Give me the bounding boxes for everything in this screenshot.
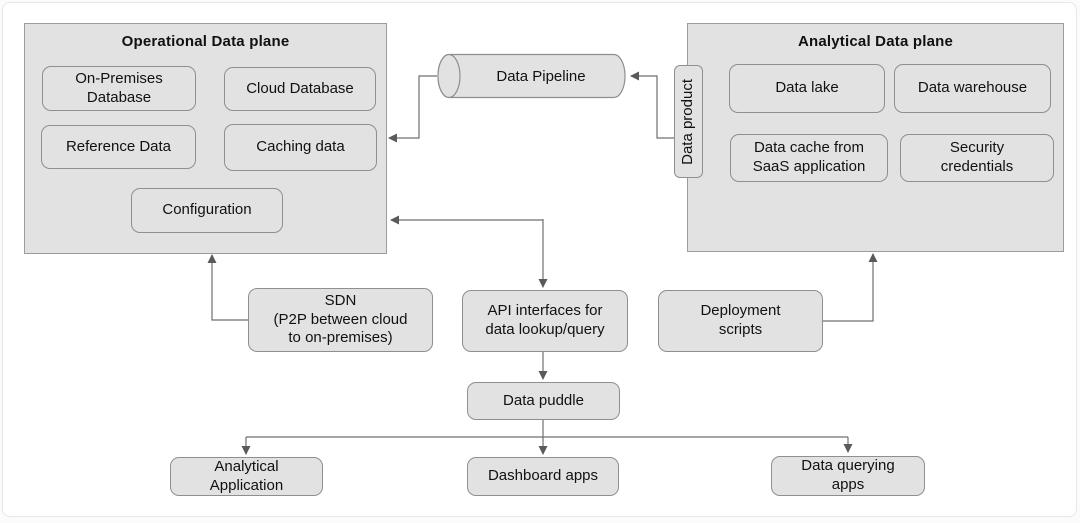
node-dashboard-apps: Dashboard apps	[467, 457, 619, 496]
node-on-premises-database: On-Premises Database	[42, 66, 196, 111]
node-label: Data product	[679, 78, 697, 165]
node-caching-data: Caching data	[224, 124, 377, 171]
node-data-querying-apps: Data querying apps	[771, 456, 925, 496]
node-label: Dashboard apps	[487, 467, 599, 485]
node-data-lake: Data lake	[729, 64, 885, 113]
node-cloud-database: Cloud Database	[224, 67, 376, 111]
node-label: Deployment scripts	[700, 302, 781, 338]
node-label: Data puddle	[503, 391, 584, 409]
node-label: SDN (P2P between cloud to on-premises)	[273, 291, 408, 347]
node-data-warehouse: Data warehouse	[894, 64, 1051, 113]
node-sdn: SDN (P2P between cloud to on-premises)	[248, 288, 433, 352]
node-label: Data Pipeline	[496, 67, 586, 85]
node-label: Data lake	[775, 79, 839, 97]
node-label: Analytical Application	[209, 457, 284, 494]
node-label: On-Premises Database	[75, 69, 163, 106]
node-data-product: Data product	[674, 65, 703, 178]
node-api-interfaces: API interfaces for data lookup/query	[462, 290, 628, 352]
node-data-puddle: Data puddle	[467, 382, 620, 420]
node-saas-data-cache: Data cache from SaaS application	[730, 134, 888, 182]
analytical-plane-title: Analytical Data plane	[797, 33, 954, 50]
node-label: Configuration	[162, 201, 252, 219]
node-label: Data querying apps	[801, 457, 895, 493]
node-analytical-application: Analytical Application	[170, 457, 323, 496]
operational-plane-title: Operational Data plane	[121, 33, 290, 50]
operational-data-plane: Operational Data plane On-Premises Datab…	[24, 23, 387, 254]
node-deployment-scripts: Deployment scripts	[658, 290, 823, 352]
node-label: Security credentials	[940, 139, 1014, 175]
node-label: Cloud Database	[246, 79, 354, 97]
node-label: API interfaces for data lookup/query	[485, 302, 605, 338]
analytical-data-plane: Analytical Data plane Data lake Data war…	[687, 23, 1064, 252]
node-label: Data warehouse	[917, 79, 1028, 97]
node-reference-data: Reference Data	[41, 125, 196, 169]
node-security-credentials: Security credentials	[900, 134, 1054, 182]
node-label: Caching data	[256, 138, 345, 156]
node-label: Data cache from SaaS application	[752, 139, 866, 175]
node-data-pipeline: Data Pipeline	[437, 53, 627, 99]
node-configuration: Configuration	[131, 188, 283, 233]
node-label: Reference Data	[65, 137, 172, 155]
cylinder-shape-icon	[437, 53, 626, 99]
